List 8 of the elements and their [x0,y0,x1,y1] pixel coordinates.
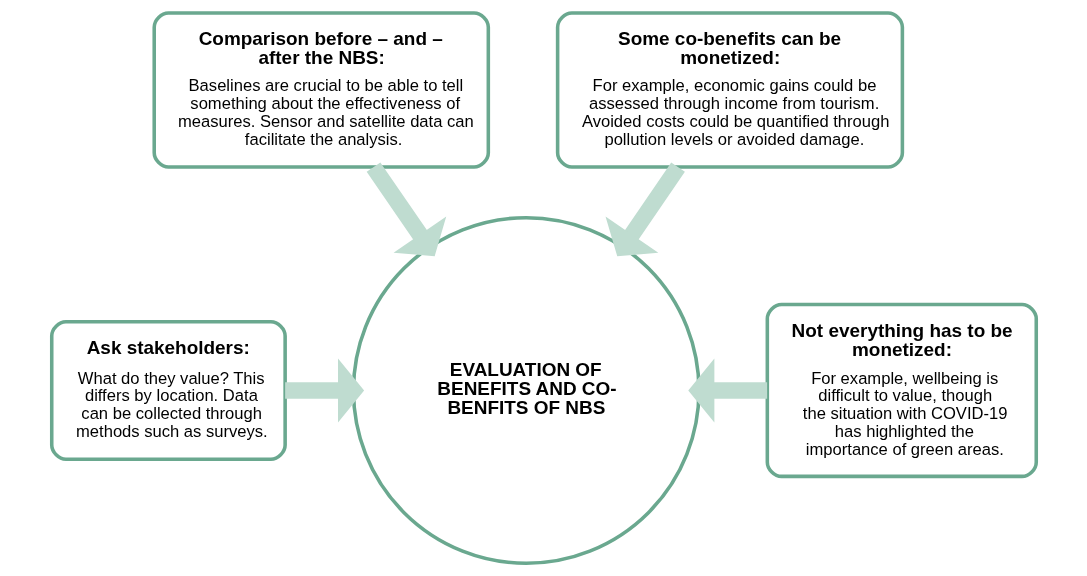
arrow [284,358,364,423]
arrow [605,162,685,257]
node-box: Ask stakeholders: What do they value? This differs by location. Data can be collected through methods such as surveys. [49,320,287,461]
node-box: Comparison before – and – after the NBS: Baselines are crucial to be able to tell something about the effectiveness of measures. Sensor and satellite data can facilitate the analysis. [151,11,490,169]
node-box: Not everything has to be monetized: For example, wellbeing is difficult to value, though the situation with COVID-19 has highlighted the importance of green areas. [765,302,1038,479]
arrow [366,162,446,257]
node-box: Some co-benefits can be monetized: For example, economic gains could be assessed through income from tourism. Avoided costs could be quantified through pollution levels or avoided damage. [555,11,904,169]
arrow [687,358,767,423]
